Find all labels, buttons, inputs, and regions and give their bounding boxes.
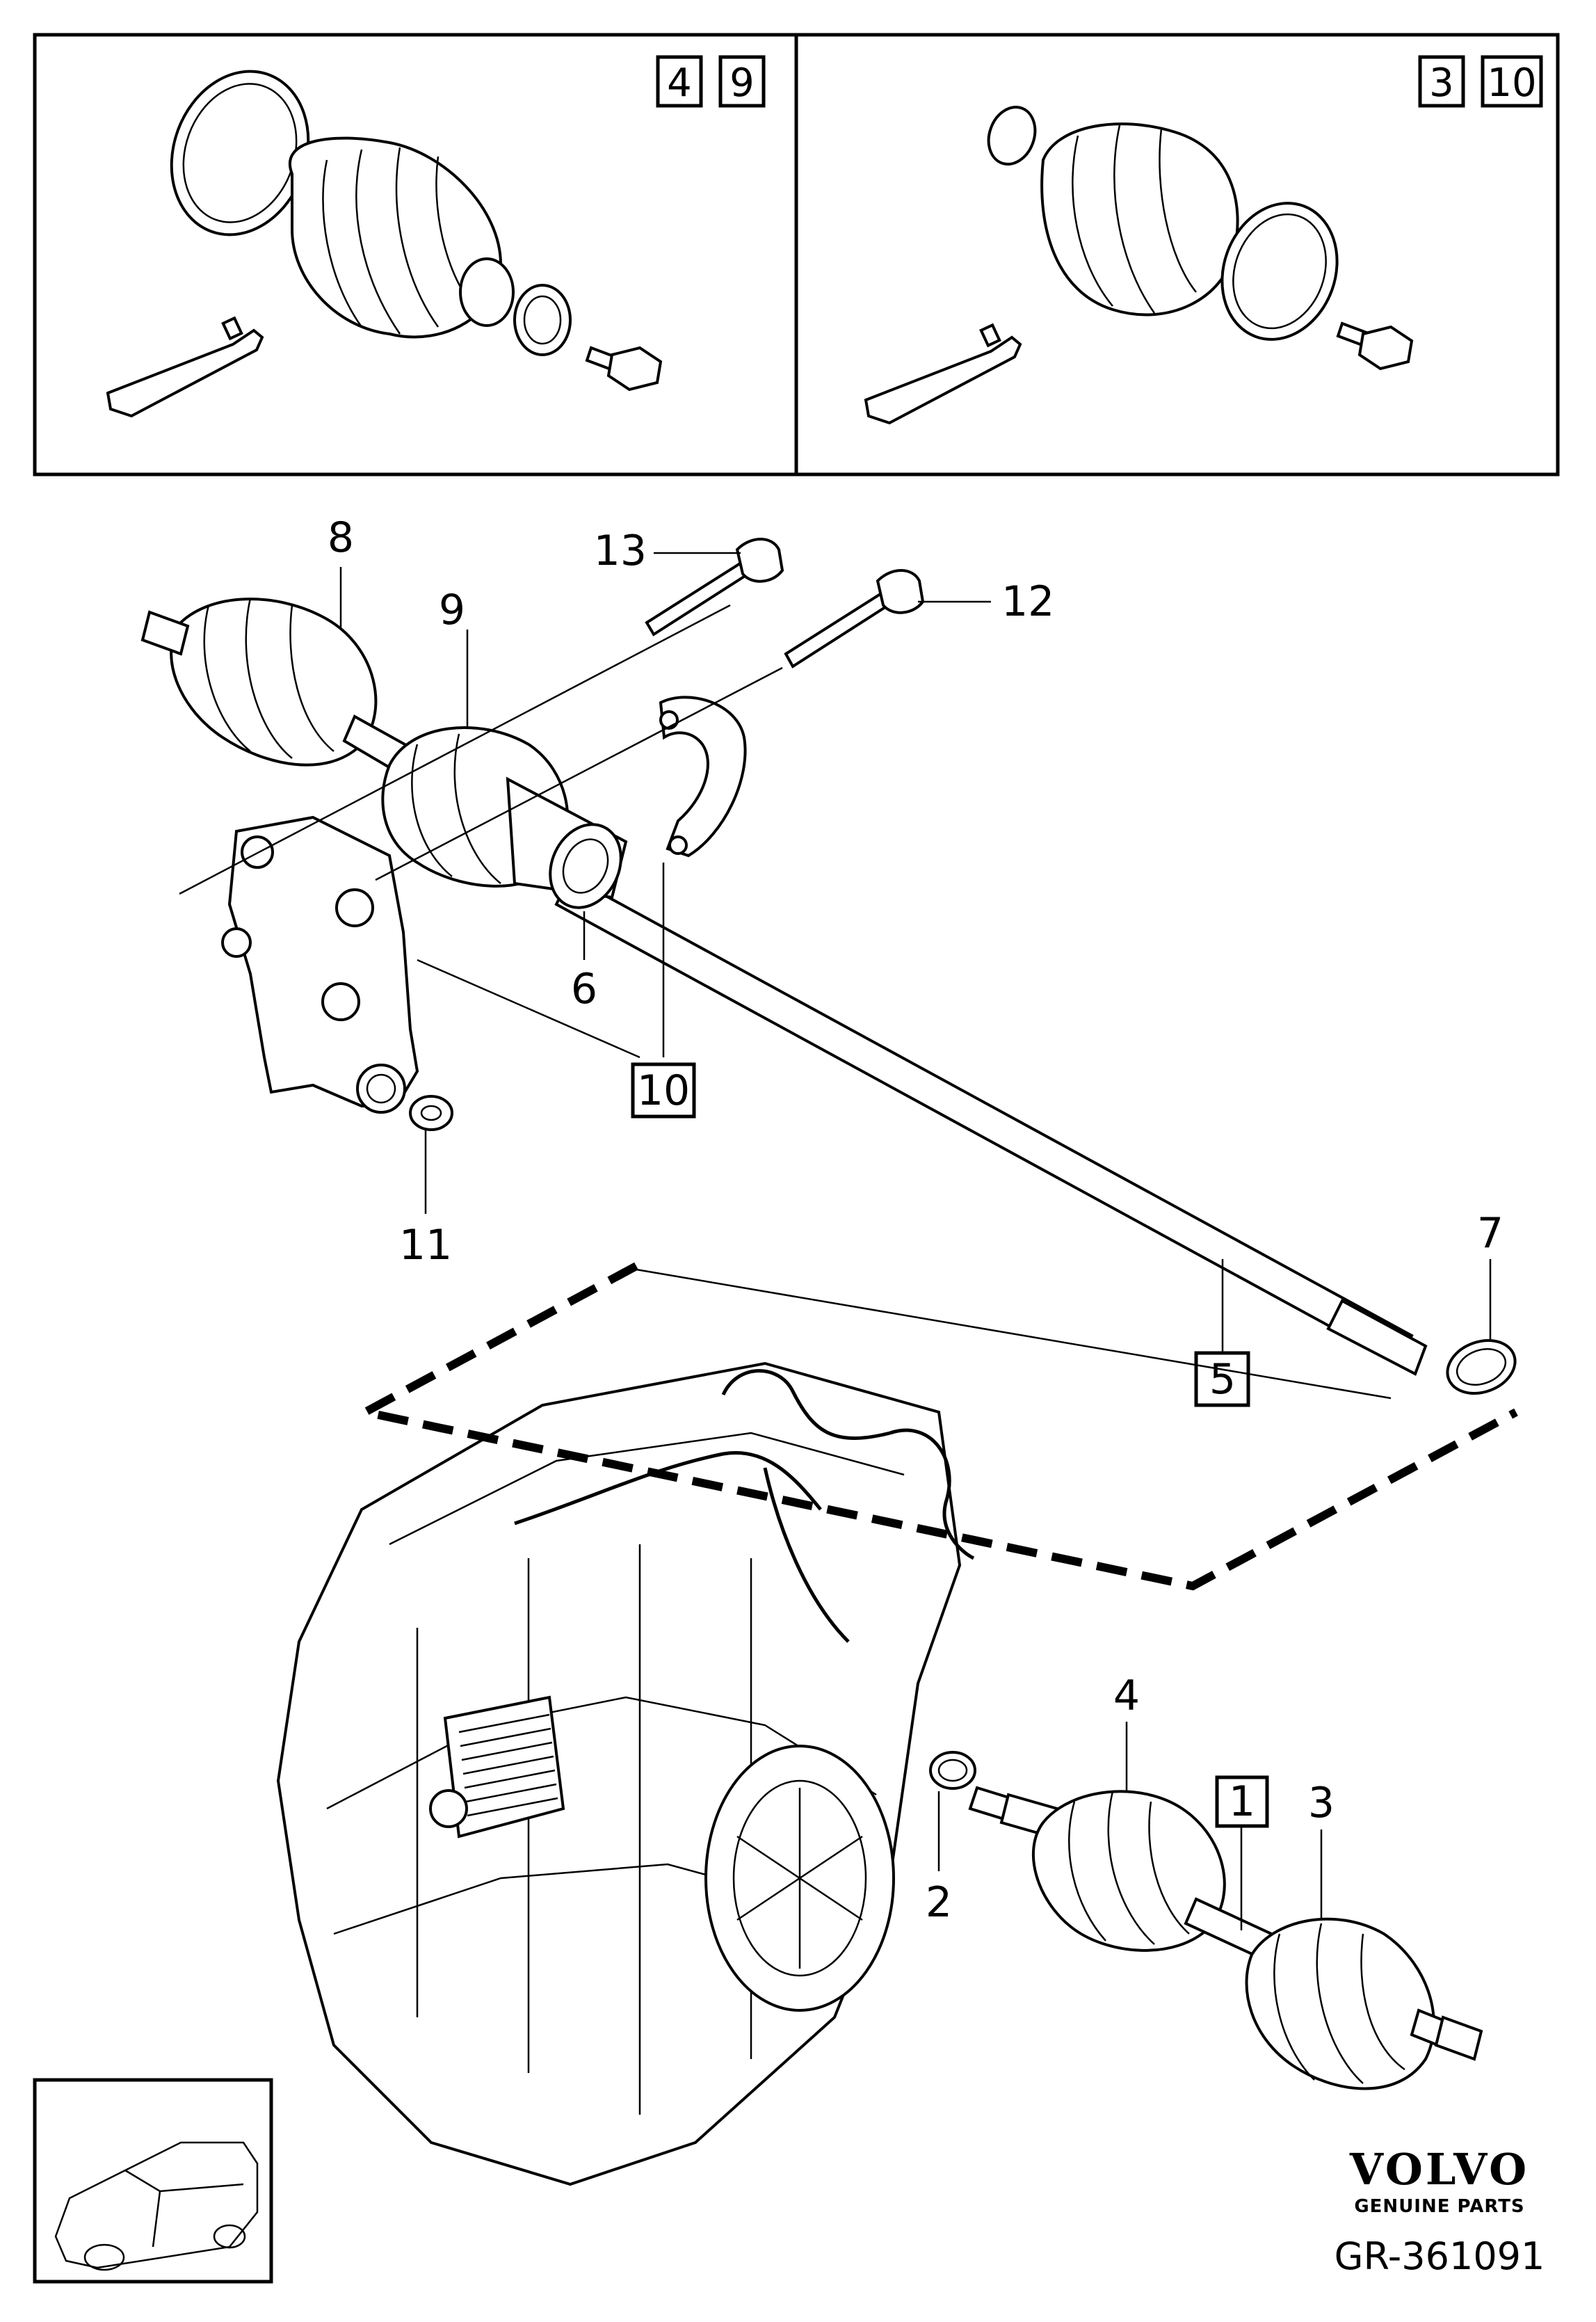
volvo-logo: VOLVO xyxy=(1349,2144,1529,2195)
intermediate-shaft xyxy=(554,874,1414,1366)
car-icon xyxy=(54,2141,259,2269)
callout-leaders xyxy=(339,552,1492,1930)
callout-7: 7 xyxy=(1477,1209,1504,1258)
bolt-12-head xyxy=(876,569,925,614)
callout-4: 4 xyxy=(1113,1672,1140,1720)
outer-spline-stub xyxy=(140,610,190,656)
callout-13: 13 xyxy=(594,527,647,575)
right-kit-parts xyxy=(864,106,1414,425)
small-clamp-ring-right-kit xyxy=(987,106,1037,166)
kit-panels: 4 9 3 10 xyxy=(33,33,1560,477)
drive-shaft-assembly xyxy=(929,1751,1483,2090)
callout-8: 8 xyxy=(328,513,354,562)
outer-boot-3 xyxy=(1245,1917,1435,2090)
callout-box-1 xyxy=(1215,1775,1269,1828)
bolt-head-right-kit xyxy=(1357,325,1414,371)
bolt-12-shank xyxy=(784,586,899,668)
vehicle-thumbnail-frame xyxy=(33,2078,273,2284)
vehicle-thumbnail xyxy=(33,2078,273,2284)
circlip-7 xyxy=(1446,1339,1517,1395)
shaft-spline-end xyxy=(1326,1299,1428,1376)
transmission-dashed-outline xyxy=(353,1262,1518,1591)
callout-1: 1 xyxy=(1229,1777,1255,1826)
transmission-unit xyxy=(276,1262,1518,2186)
boot-neck xyxy=(459,257,515,327)
kit-ref-label-10: 10 xyxy=(1487,61,1536,106)
bolt-13-head xyxy=(735,538,784,583)
callout-labels: 8 9 13 12 6 11 7 2 4 3 10 5 1 xyxy=(328,513,1504,1927)
kit-ref-label-4: 4 xyxy=(667,61,692,106)
bearing-cap-10 xyxy=(659,696,747,858)
kit-ref-label-3: 3 xyxy=(1429,61,1454,106)
callout-2: 2 xyxy=(926,1878,952,1927)
callout-box-10 xyxy=(631,1062,696,1119)
callout-3: 3 xyxy=(1308,1779,1335,1827)
left-kit-parts xyxy=(106,70,663,418)
outer-spline xyxy=(1434,2015,1483,2061)
kit-ref-box-3 xyxy=(1418,55,1465,108)
washer-11 xyxy=(409,1095,453,1131)
bolt-head-left-kit xyxy=(606,346,663,392)
callout-5: 5 xyxy=(1209,1355,1236,1404)
kit-ref-left: 4 9 xyxy=(656,55,766,108)
kit-ref-right: 3 10 xyxy=(1418,55,1543,108)
diagram-reference: GR-361091 xyxy=(1335,2234,1545,2278)
callout-6: 6 xyxy=(571,965,597,1014)
kit-ref-box-9 xyxy=(718,55,766,108)
kit-ref-label-9: 9 xyxy=(730,61,755,106)
grease-tube-left-kit xyxy=(106,328,264,418)
callout-box-5 xyxy=(1194,1351,1250,1407)
large-clamp-ring-right-kit xyxy=(1220,202,1339,341)
cv-boot-right-kit xyxy=(1040,122,1239,317)
small-clamp-ring xyxy=(513,284,572,356)
branding: VOLVO GENUINE PARTS GR-361091 xyxy=(1335,2144,1545,2278)
circlip-2 xyxy=(929,1751,976,1790)
callout-9: 9 xyxy=(439,586,465,634)
kit-ref-box-10 xyxy=(1481,55,1543,108)
callout-11: 11 xyxy=(399,1221,452,1270)
grease-tube-right-kit xyxy=(864,335,1022,425)
callout-10: 10 xyxy=(637,1066,690,1115)
genuine-parts-label: GENUINE PARTS xyxy=(1354,2196,1524,2217)
callout-12: 12 xyxy=(1001,577,1054,626)
intermediate-shaft-assembly xyxy=(140,538,1517,1395)
kit-ref-box-4 xyxy=(656,55,703,108)
